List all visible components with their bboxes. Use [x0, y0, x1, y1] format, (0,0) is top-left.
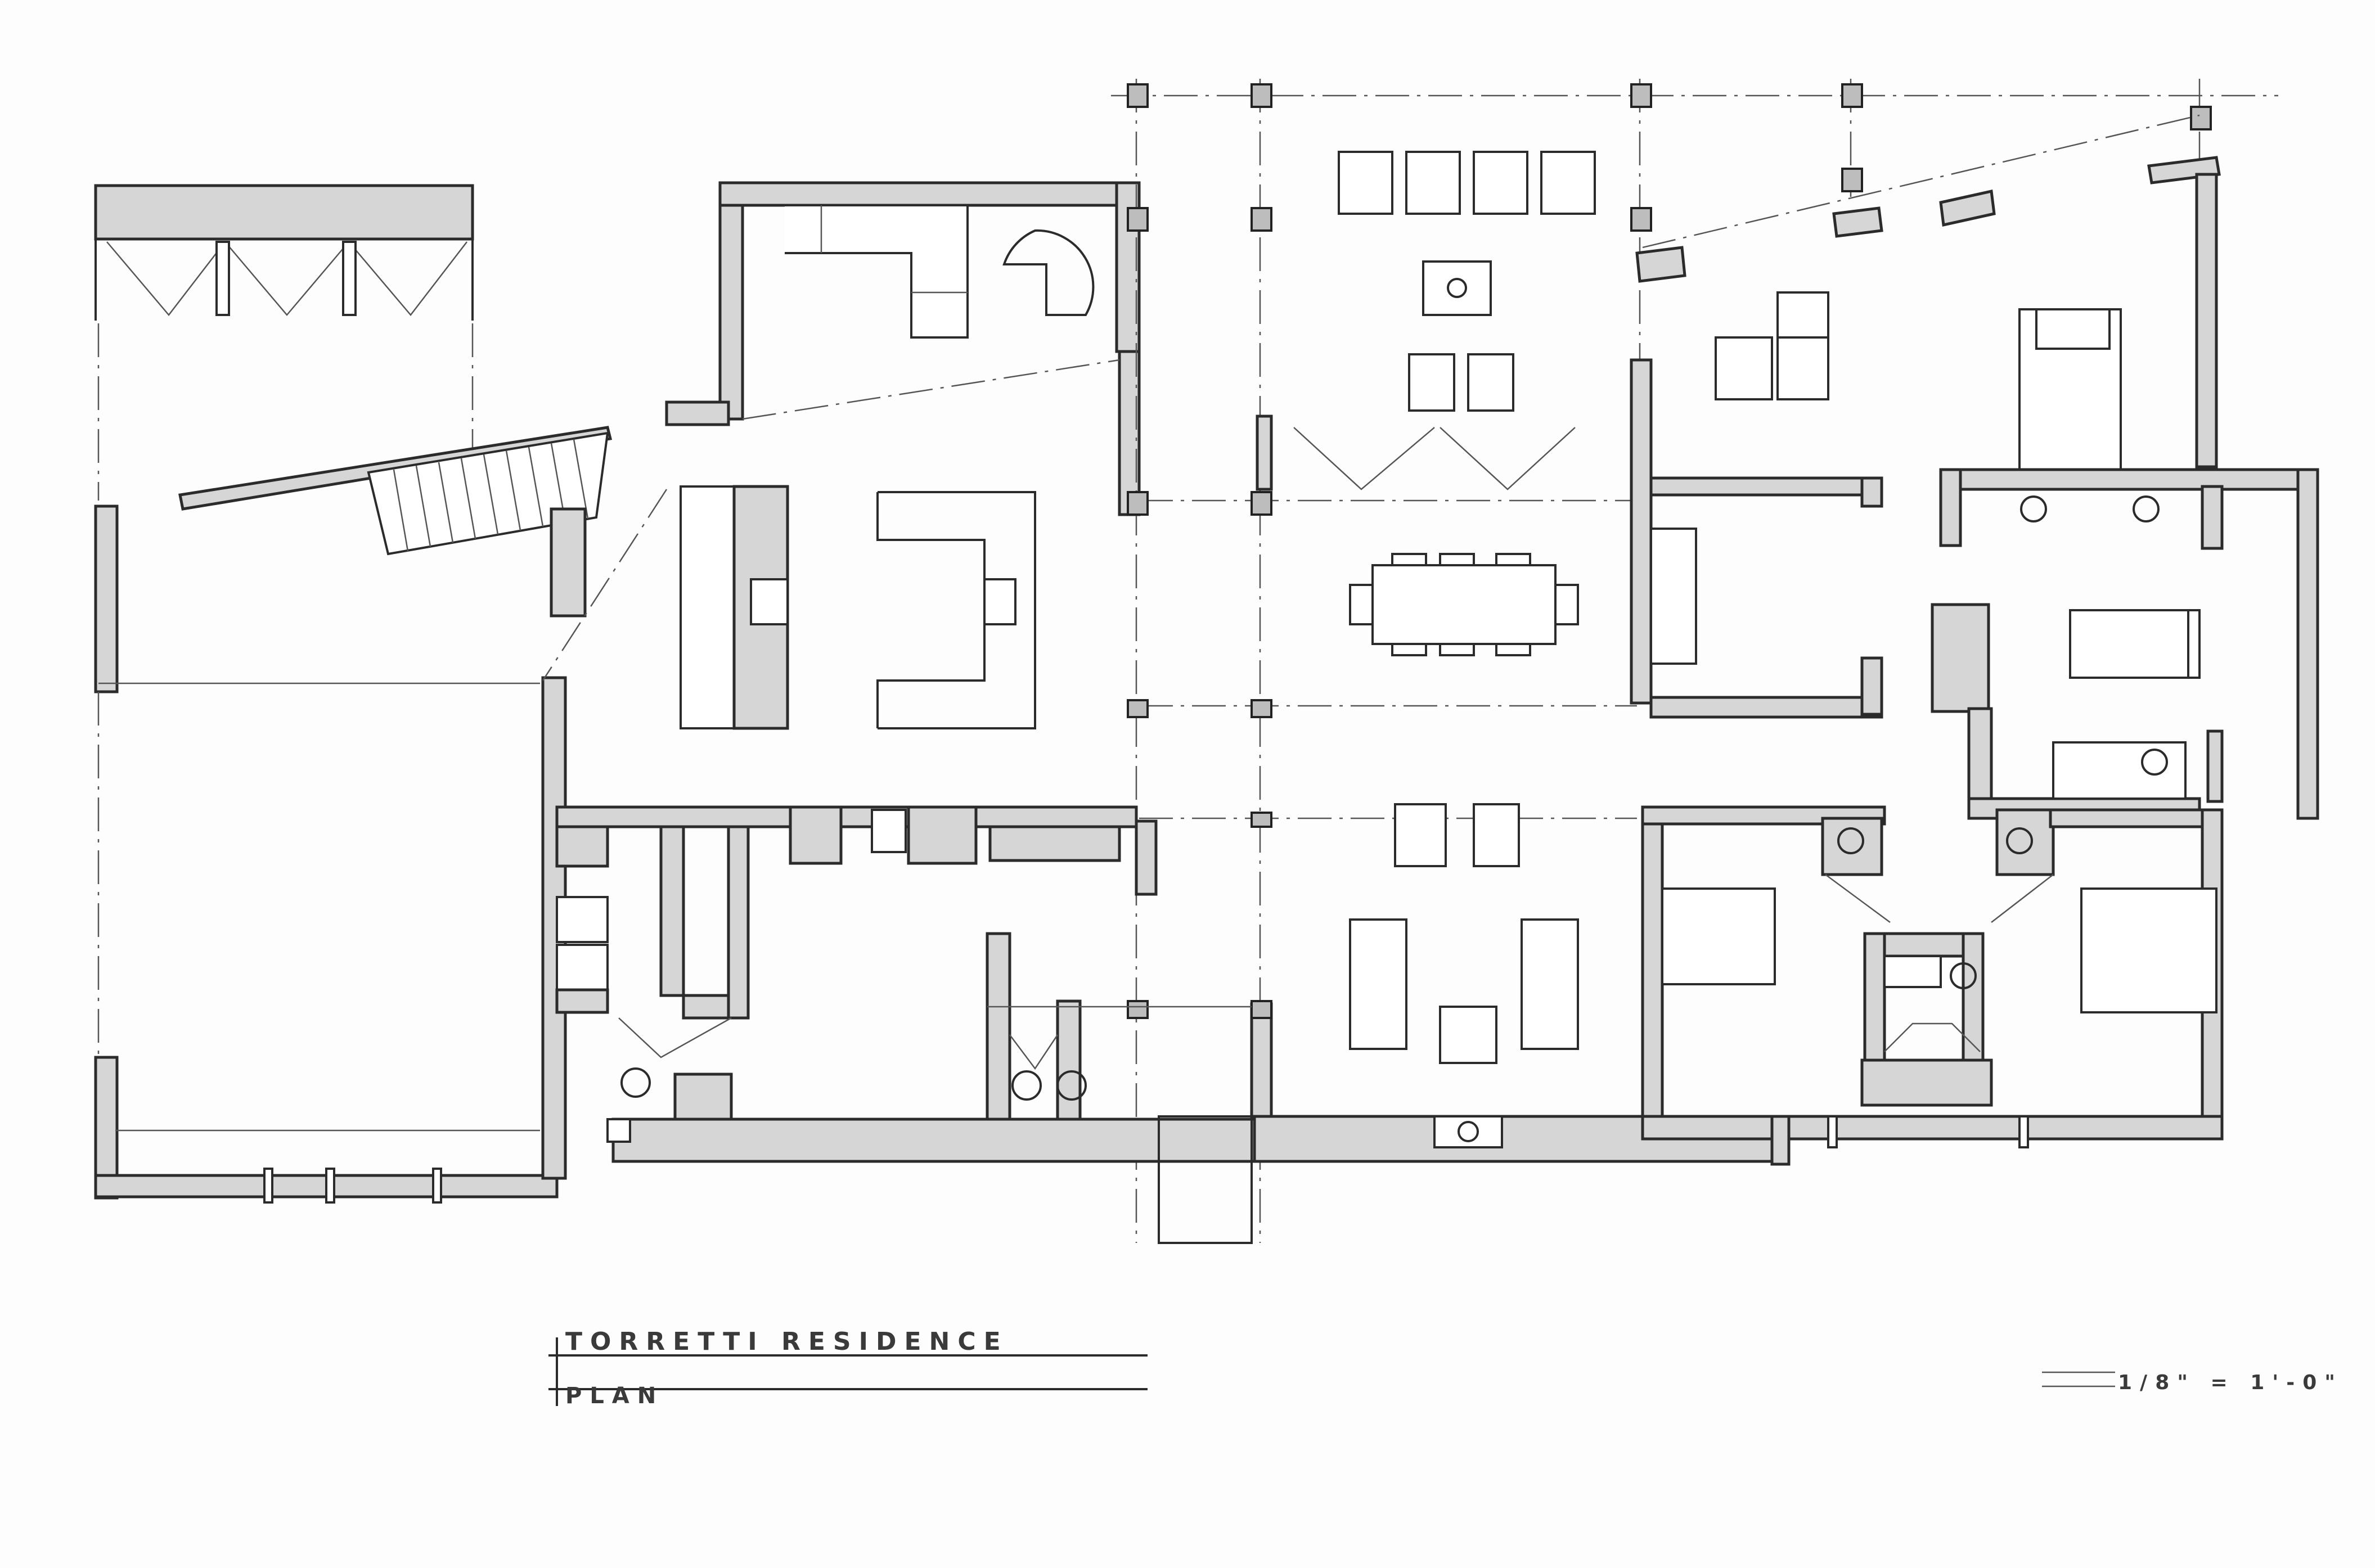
bedroom-wing: [555, 805, 1284, 1163]
guest-wing: [1641, 805, 2224, 1166]
stair: [178, 426, 613, 618]
title-block: TORRETTI RESIDENCE PLAN: [548, 1327, 1148, 1409]
scale-text: 1/8" = 1'-0": [2118, 1371, 2343, 1394]
kitchen: [1630, 114, 2221, 719]
scale-block: 1/8" = 1'-0": [2042, 1371, 2343, 1394]
lounge: [987, 803, 1791, 1244]
subtitle-text: PLAN: [565, 1383, 664, 1409]
master-suite: [1931, 468, 2319, 820]
living-room: [542, 485, 1036, 730]
garage: [94, 184, 567, 1204]
study: [665, 181, 1141, 516]
garage-roof-band: [94, 184, 474, 241]
title-text: TORRETTI RESIDENCE: [565, 1327, 1009, 1356]
dining-area: [1111, 79, 2278, 1243]
